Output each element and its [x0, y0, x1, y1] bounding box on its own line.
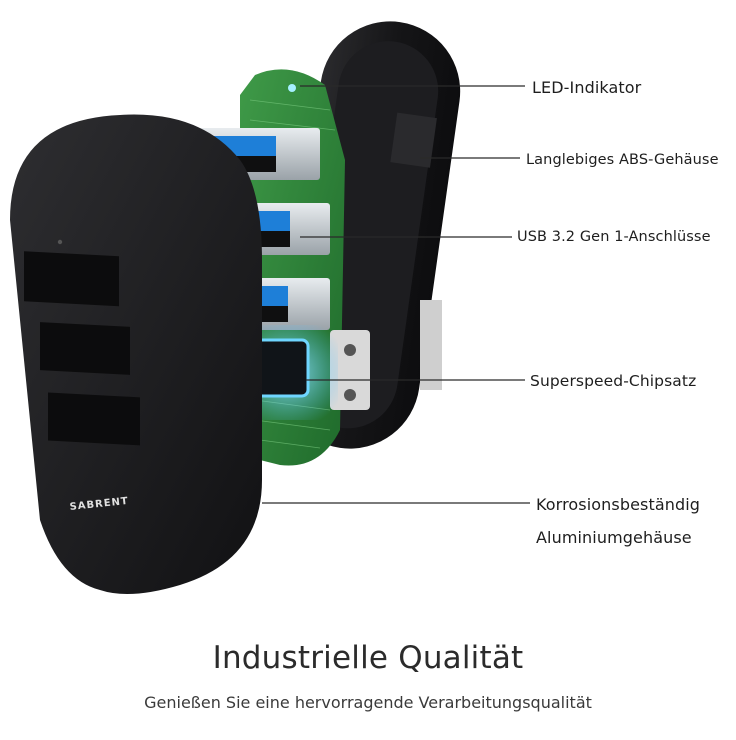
- callout-aluminum-line2: Aluminiumgehäuse: [536, 528, 692, 547]
- callout-aluminum-housing: Korrosionsbeständig Aluminiumgehäuse: [536, 488, 700, 554]
- callout-led-indicator: LED-Indikator: [532, 78, 642, 97]
- callout-chipset: Superspeed-Chipsatz: [530, 372, 697, 390]
- led-indicator-dot: [288, 84, 296, 92]
- callout-lines: [262, 85, 530, 504]
- callout-abs-housing: Langlebiges ABS-Gehäuse: [526, 152, 719, 168]
- subline: Genießen Sie eine hervorragende Verarbei…: [144, 693, 592, 712]
- aluminum-housing-front: SABRENT: [10, 114, 262, 594]
- callout-usb-ports: USB 3.2 Gen 1-Anschlüsse: [517, 229, 711, 245]
- headline: Industrielle Qualität: [212, 640, 524, 676]
- superspeed-chipset: [238, 325, 338, 420]
- callout-aluminum-line1: Korrosionsbeständig: [536, 495, 701, 514]
